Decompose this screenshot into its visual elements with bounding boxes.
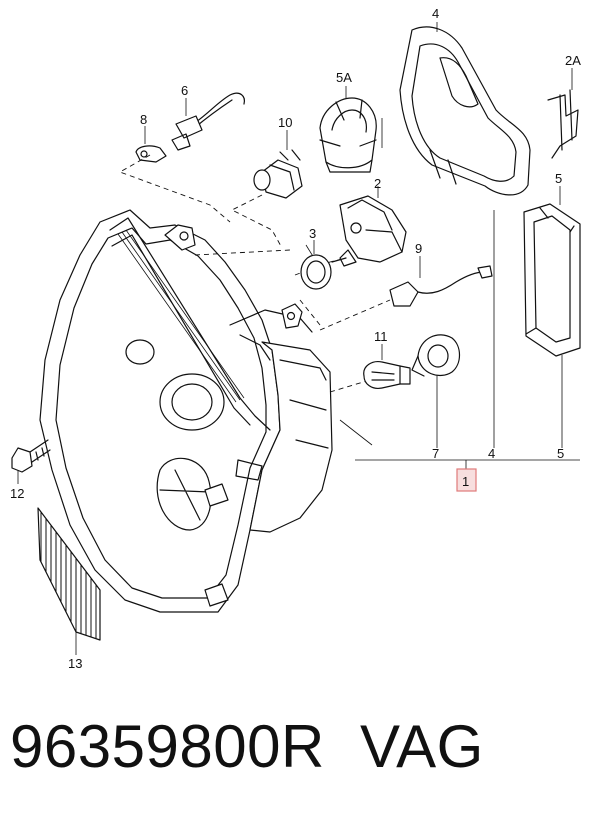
callout-4-top[interactable]: 4 bbox=[432, 6, 439, 21]
brand-name: VAG bbox=[360, 713, 484, 780]
part-2-leveling-motor bbox=[331, 186, 407, 267]
callout-5-bottom[interactable]: 5 bbox=[557, 446, 564, 461]
part-10-bulb bbox=[253, 130, 303, 199]
headlight-housing bbox=[39, 209, 333, 613]
callout-12[interactable]: 12 bbox=[10, 486, 24, 501]
callout-6[interactable]: 6 bbox=[181, 83, 188, 98]
part-3-o-ring bbox=[300, 240, 332, 290]
part-13-reflector bbox=[37, 507, 101, 655]
part-4-cover bbox=[399, 22, 531, 196]
callout-5a[interactable]: 5A bbox=[336, 70, 352, 85]
part-2a-clip bbox=[547, 68, 579, 159]
callout-5-top[interactable]: 5 bbox=[555, 171, 562, 186]
callout-2a[interactable]: 2A bbox=[565, 53, 581, 68]
part-12-screw bbox=[11, 439, 51, 484]
part-5a-retaining-ring bbox=[319, 86, 377, 173]
callout-1[interactable]: 1 bbox=[462, 474, 469, 489]
part-9-bulb-holder bbox=[389, 256, 493, 307]
callout-labels: 1 2 2A 3 4 4 5 5 5A 6 7 8 9 10 11 12 13 bbox=[10, 6, 581, 671]
part-8-bulb-clip bbox=[135, 126, 167, 163]
footer: 96359800R VAG bbox=[0, 706, 600, 796]
callout-8[interactable]: 8 bbox=[140, 112, 147, 127]
callout-7[interactable]: 7 bbox=[432, 446, 439, 461]
part-number: 96359800R bbox=[10, 713, 325, 780]
callout-11[interactable]: 11 bbox=[374, 329, 388, 344]
callout-4-bottom[interactable]: 4 bbox=[488, 446, 495, 461]
callout-1-highlight bbox=[456, 468, 477, 492]
part-6-harness bbox=[171, 92, 245, 151]
part-11-small-bulb bbox=[363, 344, 411, 389]
callout-2[interactable]: 2 bbox=[374, 176, 381, 191]
callout-9[interactable]: 9 bbox=[415, 241, 422, 256]
part-7-bulb-socket bbox=[411, 334, 461, 377]
callout-3[interactable]: 3 bbox=[309, 226, 316, 241]
callout-10[interactable]: 10 bbox=[278, 115, 292, 130]
exploded-parts-diagram: 1 2 2A 3 4 4 5 5 5A 6 7 8 9 10 11 12 13 bbox=[10, 6, 581, 671]
callout-13[interactable]: 13 bbox=[68, 656, 82, 671]
part-5-gasket bbox=[523, 186, 581, 357]
